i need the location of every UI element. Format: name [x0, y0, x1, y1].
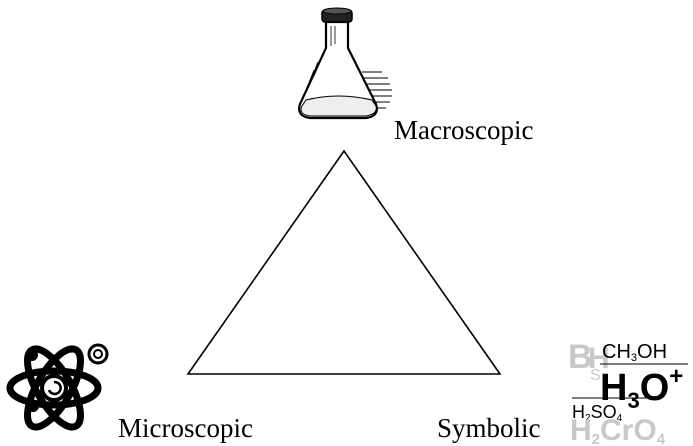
microscopic-label: Microscopic — [118, 413, 253, 443]
chemical-formulas-icon: B H CH3OH S H3O+ H2SO4 H2CrO4 — [568, 338, 688, 446]
svg-text:B: B — [568, 338, 593, 376]
symbolic-label: Symbolic — [437, 413, 541, 443]
methanol-formula: CH3OH — [602, 341, 667, 364]
svg-text:S: S — [590, 367, 601, 384]
svg-text:H: H — [588, 342, 610, 375]
atom-icon — [6, 343, 109, 431]
macroscopic-label: Macroscopic — [394, 115, 534, 145]
chromic-acid-formula: H2CrO4 — [570, 414, 666, 446]
flask-icon — [298, 7, 392, 120]
triangle — [186, 149, 502, 375]
sulfuric-acid-formula: H2SO4 — [572, 402, 623, 424]
